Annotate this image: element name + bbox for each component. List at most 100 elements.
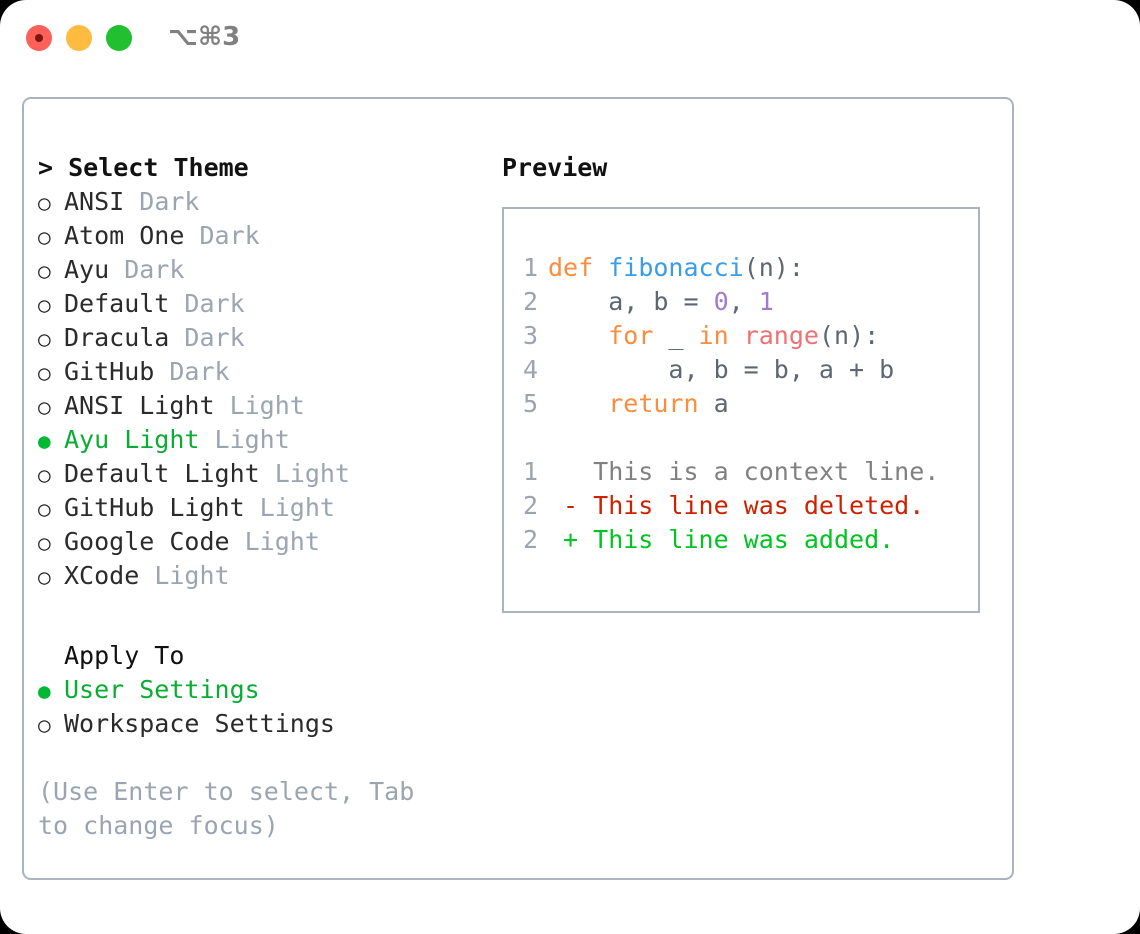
theme-option-variant: Light — [199, 425, 290, 454]
theme-option-variant: Light — [259, 459, 350, 488]
radio-unselected-icon: ○ — [38, 713, 51, 737]
diff-line-ctx: 1 This is a context line. — [516, 455, 939, 489]
theme-option-7[interactable]: ● Ayu Light Light — [38, 423, 498, 457]
apply-to-option-0[interactable]: ● User Settings — [38, 673, 498, 707]
theme-option-5[interactable]: ○ GitHub Dark — [38, 355, 498, 389]
code-line-4: 4 a, b = b, a + b — [516, 353, 939, 387]
main-panel: > Select Theme ○ANSI Dark○Atom One Dark○… — [22, 97, 1014, 880]
code-token-pl: a, b = — [548, 287, 714, 316]
line-number: 4 — [522, 355, 538, 384]
code-token-kw: for — [608, 321, 654, 350]
diff-line-del: 2 - This line was deleted. — [516, 489, 939, 523]
code-line-5: 5 return a — [516, 387, 939, 421]
apply-to-header: Apply To — [64, 641, 185, 670]
code-token-num: 1 — [758, 287, 774, 316]
theme-option-label: Ayu Light — [64, 425, 200, 454]
theme-option-variant: Dark — [124, 187, 200, 216]
diff-line-add: 2 + This line was added. — [516, 523, 939, 557]
theme-option-label: Dracula — [64, 323, 170, 352]
theme-option-label: GitHub — [64, 357, 155, 386]
theme-option-label: GitHub Light — [64, 493, 245, 522]
code-token-bi: range — [743, 321, 819, 350]
theme-list[interactable]: ○ ANSI Dark ○ Atom One Dark ○ Ayu Dark ○ Defaul… — [38, 185, 498, 593]
code-token-kw: return — [608, 389, 699, 418]
theme-option-0[interactable]: ○ ANSI Dark — [38, 185, 498, 219]
code-token-kw: def — [548, 253, 609, 282]
theme-option-variant: Dark — [184, 221, 260, 250]
theme-option-variant: Light — [229, 527, 320, 556]
theme-option-label: Default Light — [64, 459, 260, 488]
radio-unselected-icon: ○ — [38, 327, 51, 351]
theme-option-variant: Dark — [169, 323, 245, 352]
theme-option-1[interactable]: ○ Atom One Dark — [38, 219, 498, 253]
theme-option-4[interactable]: ○ Dracula Dark — [38, 321, 498, 355]
maximize-button[interactable] — [106, 25, 132, 51]
code-token-pl: (n): — [818, 321, 880, 350]
theme-option-6[interactable]: ○ANSI Light Light — [38, 389, 498, 423]
theme-selection-column: > Select Theme ○ANSI Dark○Atom One Dark○… — [38, 151, 498, 843]
theme-option-label: Ayu — [64, 255, 110, 284]
theme-option-variant: Light — [244, 493, 335, 522]
radio-selected-icon: ● — [38, 679, 51, 703]
close-button[interactable] — [26, 25, 52, 51]
theme-option-variant: Dark — [169, 289, 245, 318]
line-number: 1 — [522, 457, 538, 486]
theme-option-label: ANSI Light — [64, 391, 215, 420]
select-theme-header: > Select Theme — [38, 153, 249, 182]
radio-unselected-icon: ○ — [38, 293, 51, 317]
radio-unselected-icon: ○ — [38, 395, 51, 419]
minimize-button[interactable] — [66, 25, 92, 51]
line-number: 5 — [522, 389, 538, 418]
radio-unselected-icon: ○ — [38, 259, 51, 283]
code-token-fn: fibonacci — [608, 253, 744, 282]
code-token-pl: _ — [653, 321, 699, 350]
help-hint-text: (Use Enter to select, Tab to change focu… — [38, 777, 430, 840]
theme-option-2[interactable]: ○ Ayu Dark — [38, 253, 498, 287]
theme-option-label: ANSI — [64, 187, 125, 216]
theme-option-11[interactable]: ○ XCode Light — [38, 559, 498, 593]
code-line-2: 2 a, b = 0, 1 — [516, 285, 939, 319]
code-token-pl — [729, 321, 744, 350]
theme-option-label: Default — [64, 289, 170, 318]
theme-option-variant: Dark — [109, 255, 185, 284]
window-controls — [26, 25, 132, 51]
line-number: 1 — [522, 253, 538, 282]
radio-unselected-icon: ○ — [38, 361, 51, 385]
theme-option-label: XCode — [64, 561, 140, 590]
code-blank-line — [516, 421, 939, 455]
radio-unselected-icon: ○ — [38, 463, 51, 487]
radio-unselected-icon: ○ — [38, 225, 51, 249]
code-token-pl — [548, 389, 608, 418]
code-token-pl — [548, 321, 608, 350]
code-line-3: 3 for _ in range(n): — [516, 319, 939, 353]
apply-to-option-label: User Settings — [64, 675, 260, 704]
title-bar: ⌥⌘3 — [0, 0, 1140, 78]
diff-line-text: This is a context line. — [548, 457, 940, 486]
diff-line-text: - This line was deleted. — [548, 491, 925, 520]
theme-option-8[interactable]: ○ Default Light Light — [38, 457, 498, 491]
theme-option-label: Atom One — [64, 221, 185, 250]
code-token-pl: a, b = b, a + b — [548, 355, 895, 384]
code-line-1: 1 def fibonacci(n): — [516, 251, 939, 285]
line-number: 2 — [522, 525, 538, 554]
theme-option-10[interactable]: ○Google Code Light — [38, 525, 498, 559]
radio-selected-icon: ● — [38, 429, 51, 453]
theme-option-3[interactable]: ○ Default Dark — [38, 287, 498, 321]
code-token-pl: (n): — [743, 253, 804, 282]
theme-option-variant: Dark — [154, 357, 230, 386]
apply-to-option-1[interactable]: ○Workspace Settings — [38, 707, 498, 741]
theme-option-variant: Light — [139, 561, 230, 590]
radio-unselected-icon: ○ — [38, 191, 51, 215]
code-token-kw: in — [698, 321, 729, 350]
code-token-pl: , — [728, 287, 759, 316]
code-token-pl: a — [698, 389, 729, 418]
radio-unselected-icon: ○ — [38, 497, 51, 521]
line-number: 2 — [522, 287, 538, 316]
theme-option-9[interactable]: ○ GitHub Light Light — [38, 491, 498, 525]
radio-unselected-icon: ○ — [38, 565, 51, 589]
diff-line-text: + This line was added. — [548, 525, 895, 554]
apply-to-list[interactable]: ● User Settings ○Workspace Settings — [38, 673, 498, 741]
